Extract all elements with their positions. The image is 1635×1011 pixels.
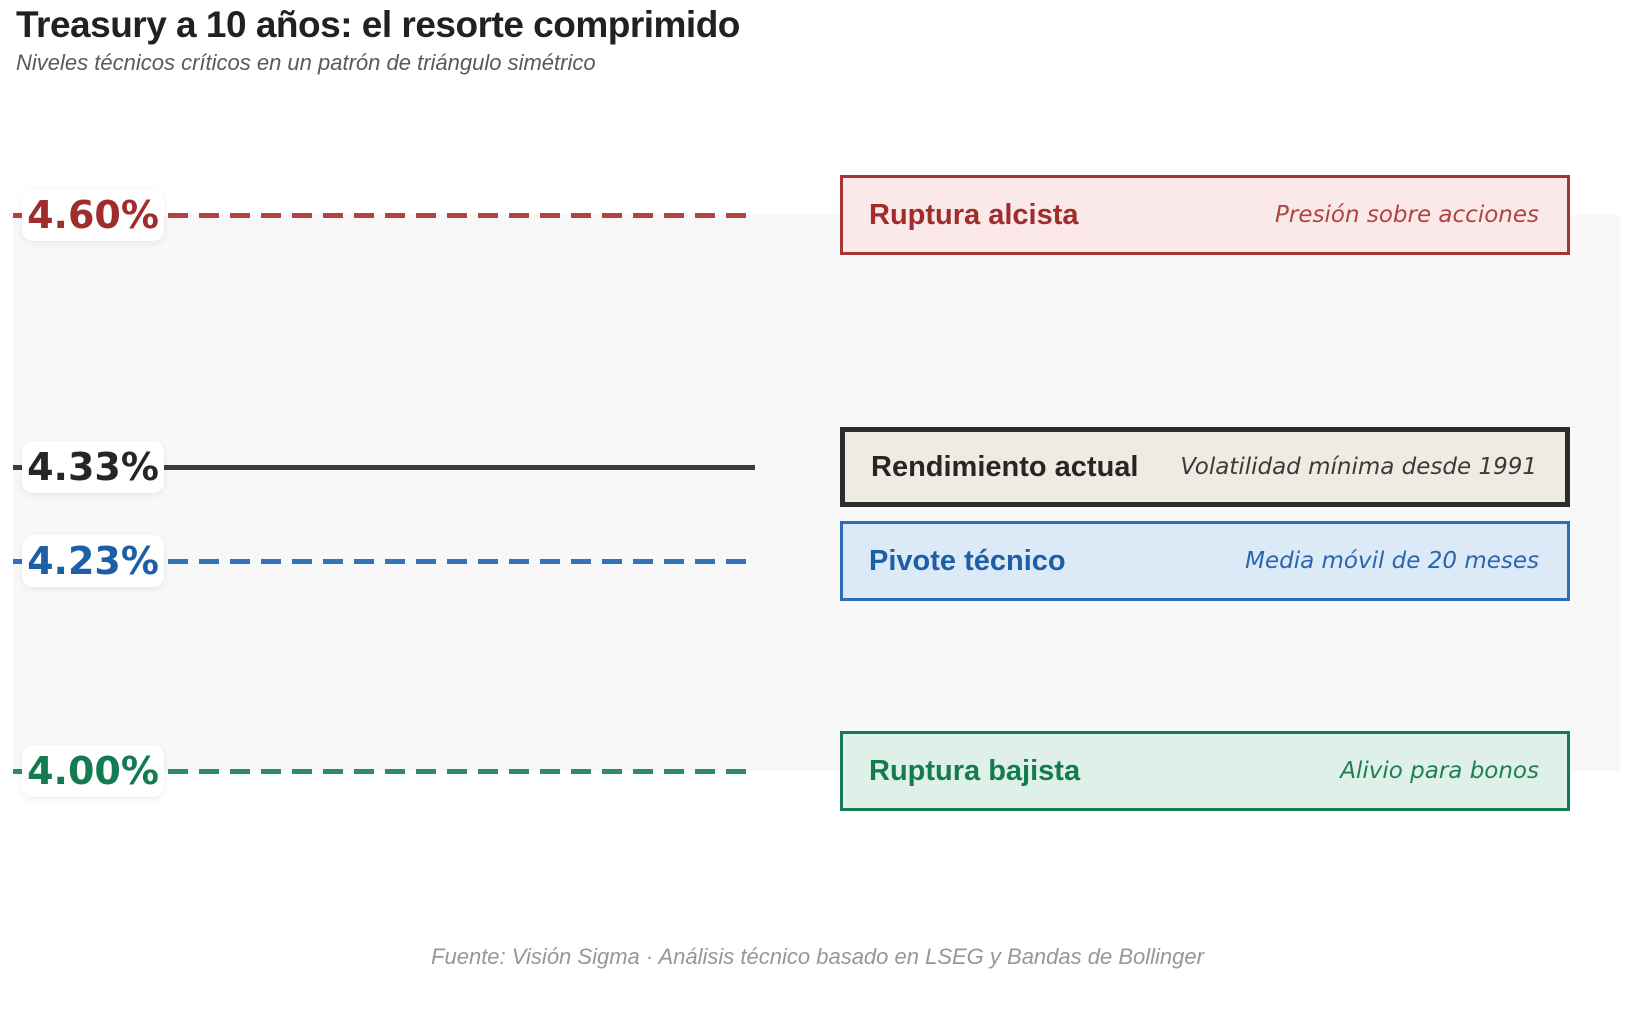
annotation-note: Presión sobre acciones bbox=[1275, 202, 1539, 228]
page-subtitle: Niveles técnicos críticos en un patrón d… bbox=[16, 49, 596, 75]
yield-value-chip-4-60: 4.60% bbox=[22, 189, 164, 241]
annotation-title: Ruptura alcista bbox=[869, 198, 1079, 231]
source-attribution: Fuente: Visión Sigma · Análisis técnico … bbox=[431, 944, 1204, 969]
annotation-title: Pivote técnico bbox=[869, 544, 1066, 577]
annotation-note: Media móvil de 20 meses bbox=[1245, 548, 1539, 574]
yield-value-label: 4.00% bbox=[27, 749, 159, 793]
annotation-title: Rendimiento actual bbox=[871, 450, 1139, 483]
yield-value-chip-4-23: 4.23% bbox=[22, 535, 164, 587]
page-title: Treasury a 10 años: el resorte comprimid… bbox=[16, 4, 740, 45]
level-line-4-33 bbox=[13, 465, 755, 470]
annotation-box-pivote-tecnico: Pivote técnico Media móvil de 20 meses bbox=[840, 521, 1570, 601]
yield-value-label: 4.60% bbox=[27, 193, 159, 237]
annotation-box-rendimiento-actual: Rendimiento actual Volatilidad mínima de… bbox=[840, 427, 1570, 507]
level-line-4-60 bbox=[13, 213, 755, 218]
annotation-note: Alivio para bonos bbox=[1340, 758, 1539, 784]
annotation-title: Ruptura bajista bbox=[869, 754, 1081, 787]
annotation-box-ruptura-bajista: Ruptura bajista Alivio para bonos bbox=[840, 731, 1570, 811]
chart-header: Treasury a 10 años: el resorte comprimid… bbox=[16, 4, 740, 76]
yield-value-label: 4.33% bbox=[27, 445, 159, 489]
yield-value-chip-4-00: 4.00% bbox=[22, 745, 164, 797]
annotation-note: Volatilidad mínima desde 1991 bbox=[1180, 454, 1537, 480]
level-line-4-00 bbox=[13, 769, 755, 774]
annotation-box-ruptura-alcista: Ruptura alcista Presión sobre acciones bbox=[840, 175, 1570, 255]
yield-value-chip-4-33: 4.33% bbox=[22, 441, 164, 493]
yield-value-label: 4.23% bbox=[27, 539, 159, 583]
level-line-4-23 bbox=[13, 559, 755, 564]
